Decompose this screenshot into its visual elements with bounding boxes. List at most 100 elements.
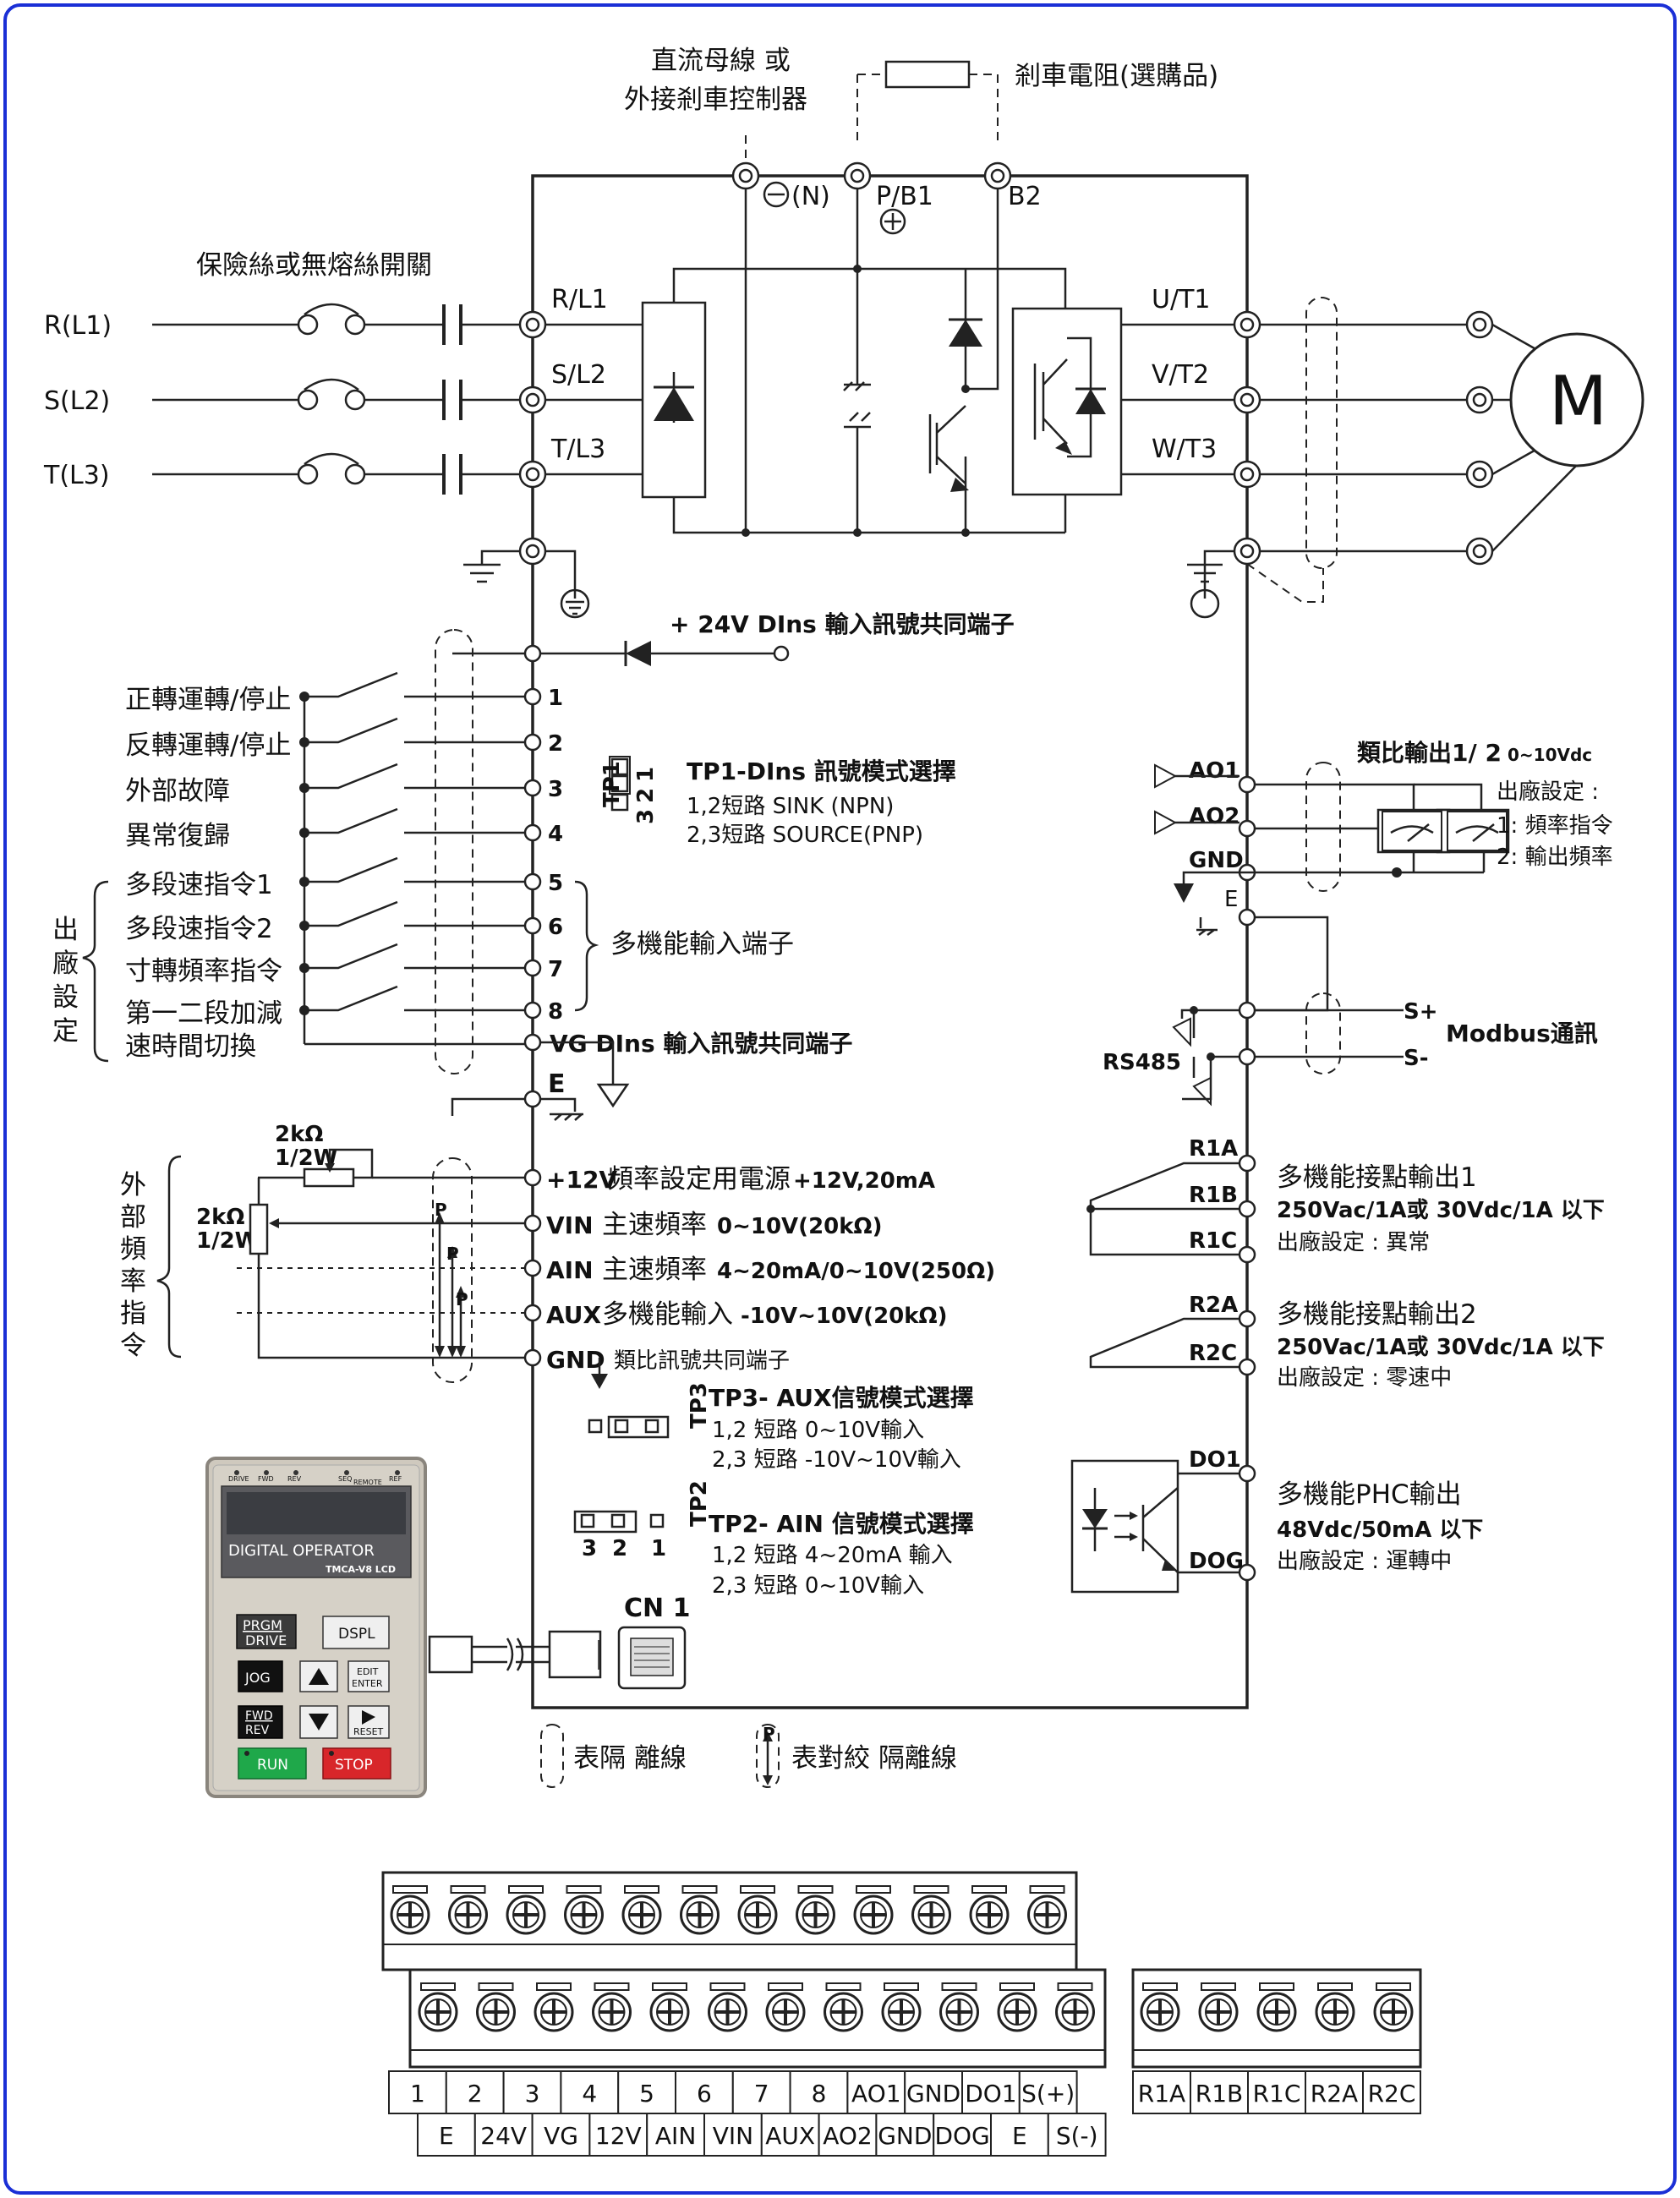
tp2-pin1: 1	[651, 1536, 666, 1561]
terminal-label: E	[439, 2122, 454, 2150]
di-num-3: 3	[548, 777, 563, 802]
input-s-label: S(L2)	[44, 386, 110, 416]
ao-factory: 出廠設定 :	[1497, 779, 1599, 805]
ai-term-label: GND	[546, 1346, 605, 1374]
tp3-title: TP3- AUX信號模式選擇	[709, 1384, 974, 1412]
terminal-label: DOG	[934, 2122, 989, 2150]
terminal-label: 24V	[480, 2122, 527, 2150]
terminal-label: 6	[697, 2080, 712, 2108]
phc-factory: 出廠設定 : 運轉中	[1277, 1549, 1452, 1574]
kp-led-label: FWD	[258, 1475, 274, 1483]
term-sl2: S/L2	[551, 360, 606, 390]
phc-title: 多機能PHC輸出	[1277, 1479, 1462, 1510]
input-r-label: R(L1)	[44, 311, 112, 341]
di-terminal-8	[523, 1001, 542, 1020]
factory-vert-char: 設	[52, 982, 79, 1013]
di-terminal-3	[523, 779, 542, 797]
relay2-spec: 250Vac/1A或 30Vdc/1A 以下	[1277, 1335, 1605, 1360]
cn1-label: CN 1	[624, 1594, 690, 1623]
kp-stop: STOP	[335, 1757, 373, 1774]
terminal-label: VIN	[713, 2122, 753, 2150]
kp-model: TMCA-V8 LCD	[326, 1564, 396, 1575]
term-rl1: R/L1	[551, 285, 608, 314]
kp-run: RUN	[257, 1757, 288, 1774]
ai-terminal-ain	[523, 1259, 542, 1277]
fwd-rev-button[interactable]	[238, 1705, 283, 1739]
tp1-jumper: 1 2 3 TP1 TP1-DIns 訊號模式選擇 1,2短路 SINK (NP…	[599, 756, 956, 848]
phc-output: DO1 DOG 多機能PHC輸出 48Vdc/50mA 以下 出廠設定 : 運轉…	[1070, 1447, 1483, 1594]
ext-brake-label: 外接剎車控制器	[624, 85, 807, 115]
relay2: R2A R2C 多機能接點輸出2 250Vac/1A或 30Vdc/1A 以下 …	[1089, 1293, 1605, 1391]
di-label-1: 正轉運轉/停止	[125, 685, 291, 715]
terminal-label: S(+)	[1021, 2080, 1075, 2108]
prgm-drive-button[interactable]	[236, 1614, 297, 1649]
kp-title: DIGITAL OPERATOR	[228, 1542, 375, 1560]
ext-freq-char: 頻	[120, 1234, 146, 1265]
terminal-label: E	[1012, 2122, 1027, 2150]
ai-terminal-12v	[523, 1168, 542, 1187]
ai-spec: +12V,20mA	[793, 1168, 935, 1194]
ai-desc: 主速頻率	[602, 1255, 707, 1285]
kp-dspl: DSPL	[338, 1626, 375, 1643]
stop-button[interactable]	[322, 1747, 391, 1780]
digital-inputs: 1正轉運轉/停止2反轉運轉/停止3外部故障4異常復歸5多段速指令16多段速指令2…	[125, 671, 563, 1062]
edit-enter-button[interactable]	[347, 1660, 390, 1692]
terminal-label: AO2	[823, 2122, 873, 2150]
ext-freq-char: 部	[120, 1202, 146, 1233]
terminal-label: 3	[525, 2080, 540, 2108]
kp-jog: JOG	[244, 1670, 271, 1686]
kp-led-label: REV	[287, 1475, 302, 1483]
legend-twisted: 表對絞 隔離線	[791, 1743, 957, 1774]
svg-text:P: P	[446, 1244, 459, 1264]
ext-freq-char: 率	[120, 1266, 146, 1297]
ai-term-label: AUX	[546, 1301, 602, 1329]
terminal-label: GND	[878, 2122, 932, 2150]
tp3-jumper: TP3 TP3- AUX信號模式選擇 1,2 短路 0~10V輸入 2,3 短路…	[588, 1382, 974, 1473]
ao-title: 類比輸出1/ 2	[1357, 739, 1502, 767]
terminal-label: R2A	[1311, 2080, 1358, 2108]
tp2-jumper: 3 2 1 TP2 TP2- AIN 信號模式選擇 1,2 短路 4~20mA …	[573, 1480, 974, 1599]
tp2-title: TP2- AIN 信號模式選擇	[709, 1510, 974, 1538]
relay1-spec: 250Vac/1A或 30Vdc/1A 以下	[1277, 1198, 1605, 1223]
term-ut1: U/T1	[1152, 285, 1210, 314]
ai-terminal-aux	[523, 1304, 542, 1322]
outer-frame	[3, 3, 1677, 2195]
di-terminal-7	[523, 959, 542, 977]
ai-desc: 頻率設定用電源	[607, 1164, 791, 1195]
up-arrow-icon	[309, 1668, 329, 1685]
gnd-out-label: GND	[1189, 848, 1244, 873]
run-button[interactable]	[238, 1747, 307, 1780]
jog-button[interactable]	[238, 1660, 283, 1692]
ai-desc: 主速頻率	[602, 1210, 707, 1240]
up-button[interactable]	[299, 1660, 338, 1692]
di-terminal-5	[523, 872, 542, 891]
brake-resistor-label: 剎車電阻(選購品)	[1015, 61, 1218, 91]
di-label-4: 異常復歸	[125, 821, 230, 851]
terminal-label: R1C	[1253, 2080, 1301, 2108]
terminal-label: VG	[544, 2122, 578, 2150]
kp-rev: REV	[245, 1724, 270, 1737]
dc-bus-label: 直流母線 或	[651, 46, 791, 76]
kp-prgm: PRGM	[243, 1617, 282, 1633]
dspl-button[interactable]	[322, 1616, 390, 1649]
di-terminal-4	[523, 823, 542, 842]
di-num-5: 5	[548, 871, 563, 896]
terminal-label: AIN	[655, 2122, 696, 2150]
relay1-title: 多機能接點輸出1	[1277, 1162, 1477, 1193]
svg-text:P: P	[456, 1289, 468, 1310]
relay1-factory: 出廠設定 : 異常	[1277, 1230, 1430, 1255]
motor-label: M	[1549, 362, 1607, 440]
di-num-8: 8	[548, 999, 563, 1025]
terminal-label: 7	[754, 2080, 769, 2108]
ai-terminal-vin	[523, 1214, 542, 1233]
kp-led-label: SEQ	[338, 1475, 352, 1483]
ao-range: 0~10Vdc	[1508, 745, 1592, 765]
di-num-2: 2	[548, 731, 563, 757]
r2a-label: R2A	[1189, 1293, 1238, 1318]
factory-vert-char: 定	[52, 1016, 79, 1047]
right-reset-button[interactable]	[347, 1705, 390, 1739]
tp1-pin1: 1	[633, 767, 659, 782]
